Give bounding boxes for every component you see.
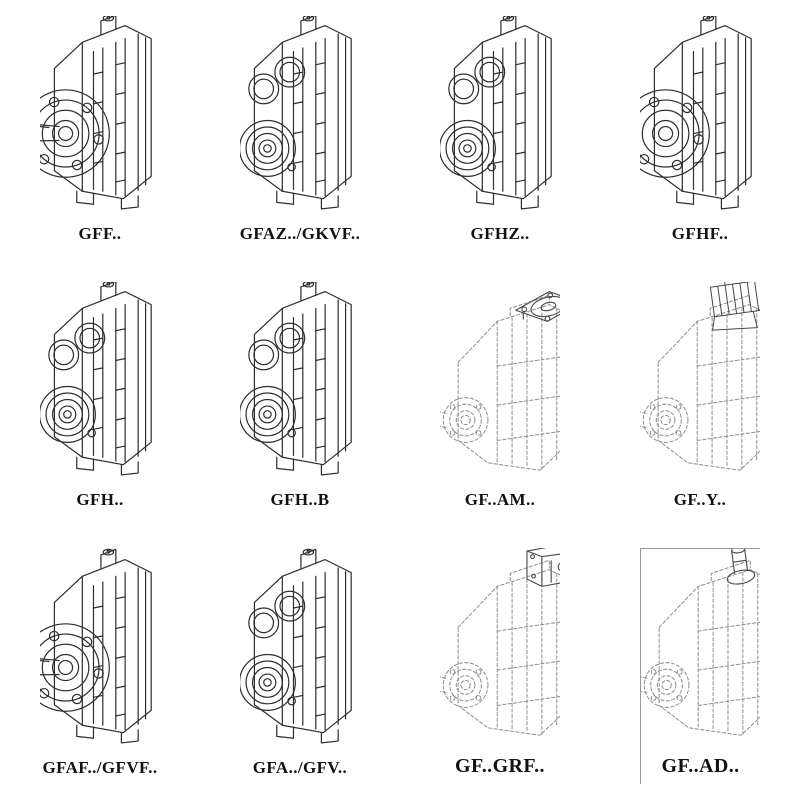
product-label: GFH.. xyxy=(76,490,124,509)
phantom-housing-outline xyxy=(641,559,760,736)
product-label: GF..GRF.. xyxy=(455,755,545,777)
phantom-gearbox-mounted-motor-drawing xyxy=(640,282,760,471)
hollow-shaft-bores xyxy=(40,322,106,443)
product-cell-gfhf: GFHF.. xyxy=(640,16,760,250)
housing-outline xyxy=(253,16,352,210)
housing-outline xyxy=(53,16,152,210)
gearbox-hollow-shaft-shrink-disc-drawing xyxy=(440,16,552,210)
phantom-gearbox-adapter-drawing xyxy=(440,548,560,736)
phantom-gearbox-input-shaft-adapter-drawing xyxy=(641,549,760,736)
hollow-shaft-bores xyxy=(240,322,306,443)
product-cell-gfh-b: GFH..B xyxy=(240,282,360,516)
housing-outline xyxy=(453,16,552,210)
gearbox-output-flange-solid-shaft-drawing xyxy=(40,548,152,744)
product-cell-gf-y: GF..Y.. xyxy=(640,282,760,516)
housing-outline xyxy=(53,282,152,476)
gearbox-hollow-shaft-drawing xyxy=(240,16,352,210)
gearbox-hollow-shaft-drawing xyxy=(240,548,352,744)
product-label: GFH..B xyxy=(270,490,330,509)
gearbox-output-flange-solid-shaft-drawing xyxy=(40,16,152,210)
hollow-shaft-bores xyxy=(240,56,306,177)
product-cell-gf-grf: GF..GRF.. xyxy=(440,548,560,784)
housing-outline xyxy=(53,548,152,744)
product-cell-gff: GFF.. xyxy=(40,16,160,250)
product-label: GF..AM.. xyxy=(464,490,536,509)
housing-outline xyxy=(253,548,352,744)
product-cell-gf-ad: GF..AD.. xyxy=(640,548,760,784)
product-cell-gfaf-gfvf: GFAF../GFVF.. xyxy=(40,548,160,784)
product-cell-gfa-gfv: GFA../GFV.. xyxy=(240,548,360,784)
input-adapter-block xyxy=(526,548,560,587)
electric-motor xyxy=(705,282,760,335)
product-cell-gfhz: GFHZ.. xyxy=(440,16,560,250)
product-label: GFHZ.. xyxy=(470,224,530,243)
hollow-shaft-bores xyxy=(440,56,506,177)
product-label: GFAF../GFVF.. xyxy=(42,758,158,777)
gearbox-hollow-shaft-foot-drawing xyxy=(240,282,352,476)
phantom-gearbox-iec-motor-flange-drawing xyxy=(440,291,560,471)
product-label: GFHF.. xyxy=(671,224,729,243)
product-label: GFAZ../GKVF.. xyxy=(240,224,360,243)
product-label: GF..Y.. xyxy=(673,490,727,509)
housing-outline xyxy=(653,16,752,210)
gearbox-hollow-shaft-drawing xyxy=(40,282,152,476)
product-label: GF..AD.. xyxy=(661,755,740,777)
hollow-shaft-bores xyxy=(240,590,306,711)
product-label: GFF.. xyxy=(78,224,122,243)
product-cell-gf-am: GF..AM.. xyxy=(440,282,560,516)
product-cell-gfh: GFH.. xyxy=(40,282,160,516)
gearbox-hollow-shaft-flange-drawing xyxy=(640,16,752,210)
housing-outline xyxy=(253,282,352,476)
phantom-housing-outline xyxy=(440,294,560,471)
phantom-housing-outline xyxy=(640,294,760,471)
product-label: GFA../GFV.. xyxy=(252,758,348,777)
product-cell-gfaz-gkvf: GFAZ../GKVF.. xyxy=(240,16,360,250)
